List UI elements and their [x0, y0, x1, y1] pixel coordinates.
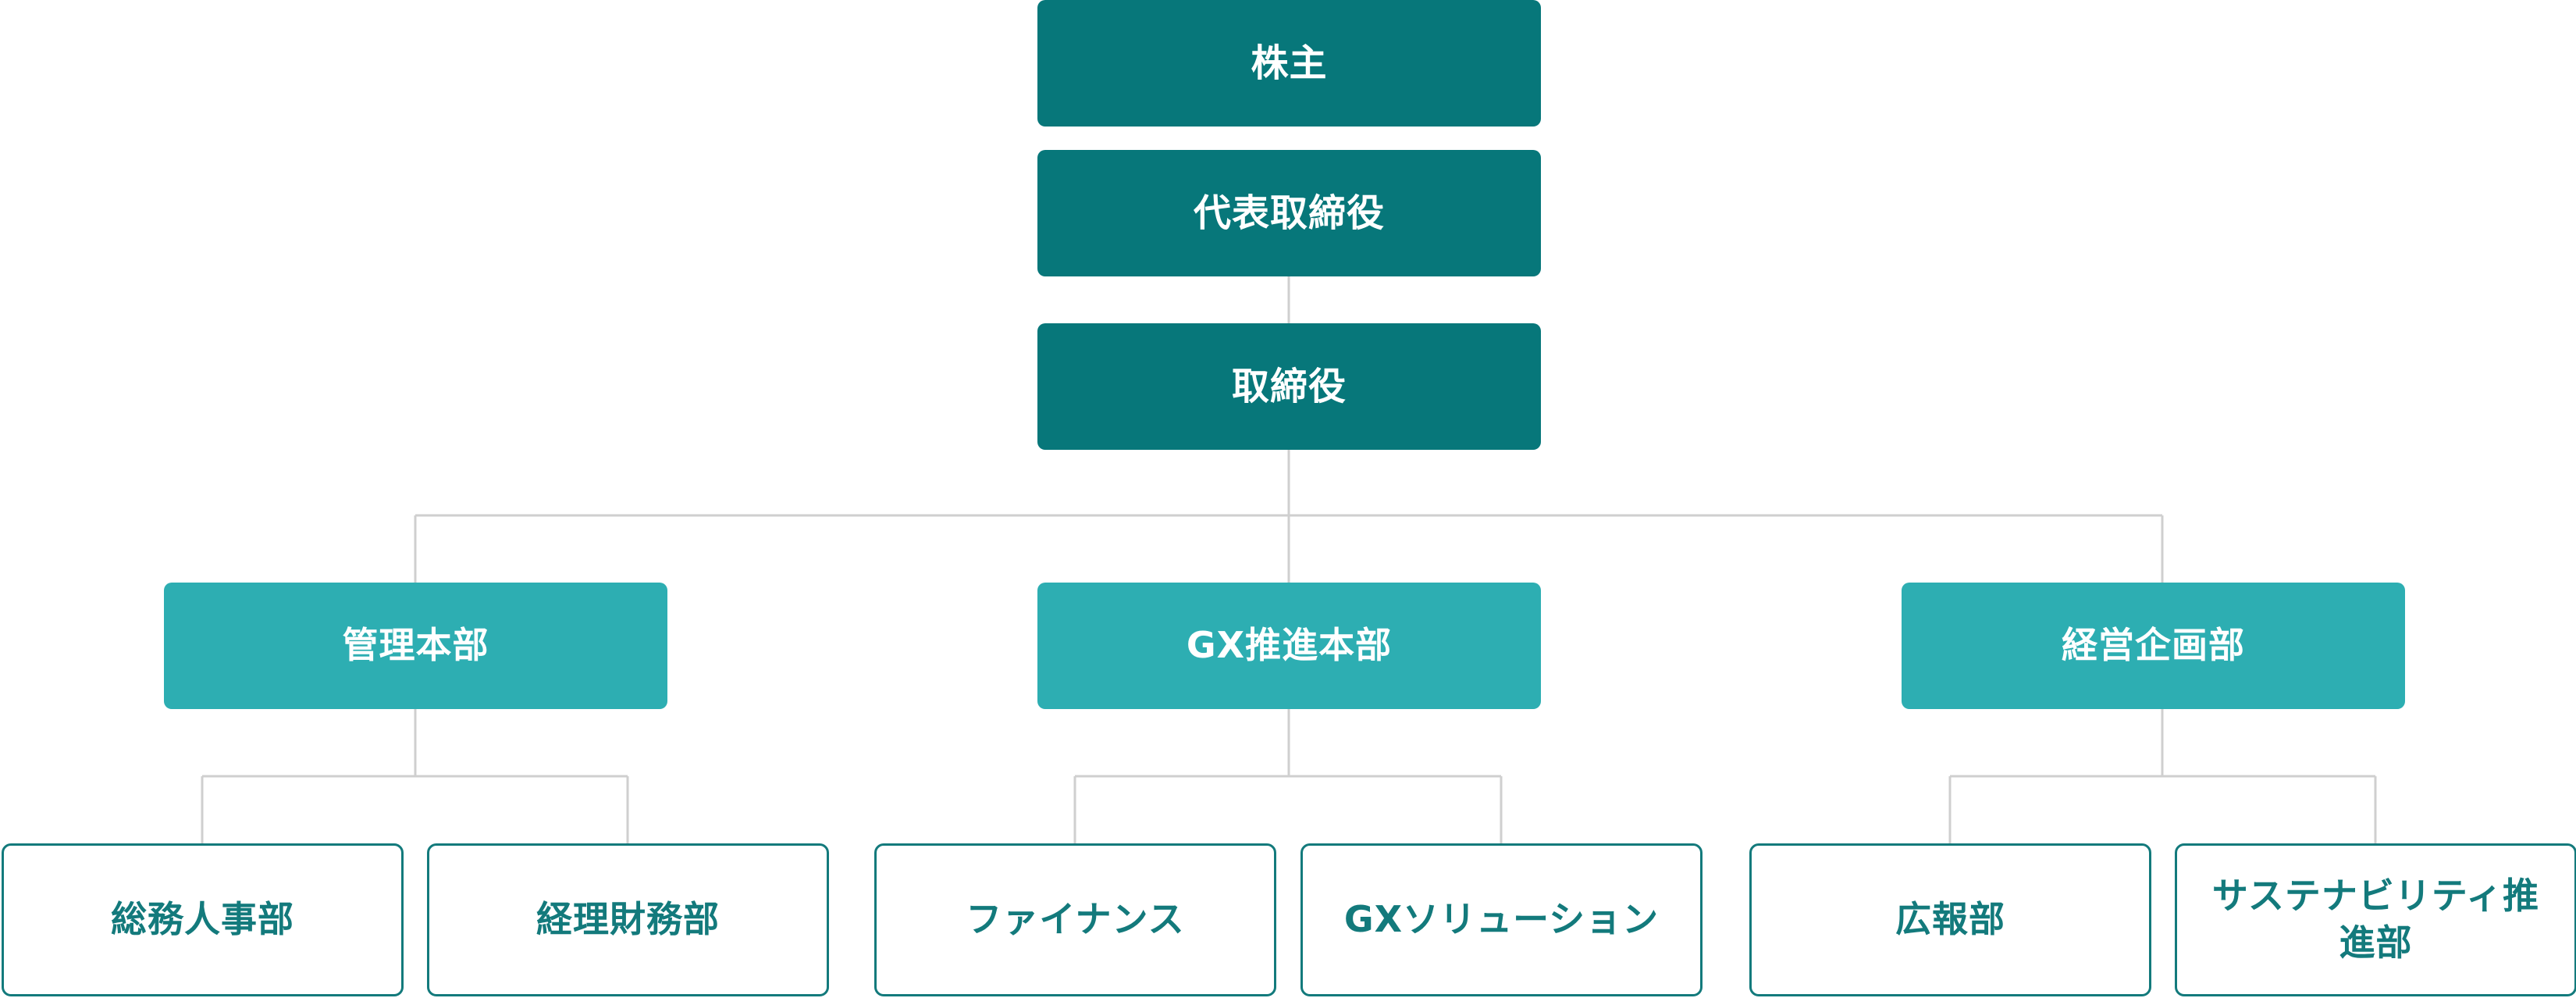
org-node-general-affairs-hr: 総務人事部 [2, 843, 404, 996]
org-node-gx-division: GX推進本部 [1037, 583, 1541, 709]
org-node-shareholders: 株主 [1037, 0, 1541, 127]
org-node-label: 広報部 [1895, 898, 2005, 941]
org-node-label: 取締役 [1231, 364, 1347, 408]
org-node-admin-division: 管理本部 [164, 583, 667, 709]
org-node-pr: 広報部 [1749, 843, 2151, 996]
org-node-finance: ファイナンス [874, 843, 1276, 996]
org-node-label: 代表取締役 [1193, 191, 1385, 235]
org-node-label: 管理本部 [342, 624, 489, 667]
org-node-representative-director: 代表取締役 [1037, 150, 1541, 276]
org-node-label: 経理財務部 [536, 898, 720, 941]
org-node-label: 経営企画部 [2062, 624, 2245, 667]
org-node-sustainability: サステナビリティ推進部 [2175, 843, 2576, 996]
org-node-label: GX推進本部 [1186, 624, 1393, 667]
org-node-gx-solutions: GXソリューション [1300, 843, 1703, 996]
org-node-label: GXソリューション [1343, 898, 1660, 941]
org-node-label: サステナビリティ推進部 [2211, 875, 2540, 964]
org-node-corporate-planning-division: 経営企画部 [1902, 583, 2405, 709]
org-node-label: ファイナンス [966, 898, 1185, 941]
org-node-label: 総務人事部 [111, 898, 294, 941]
org-node-accounting-finance: 経理財務部 [427, 843, 829, 996]
org-node-directors: 取締役 [1037, 323, 1541, 450]
org-node-label: 株主 [1251, 41, 1328, 85]
